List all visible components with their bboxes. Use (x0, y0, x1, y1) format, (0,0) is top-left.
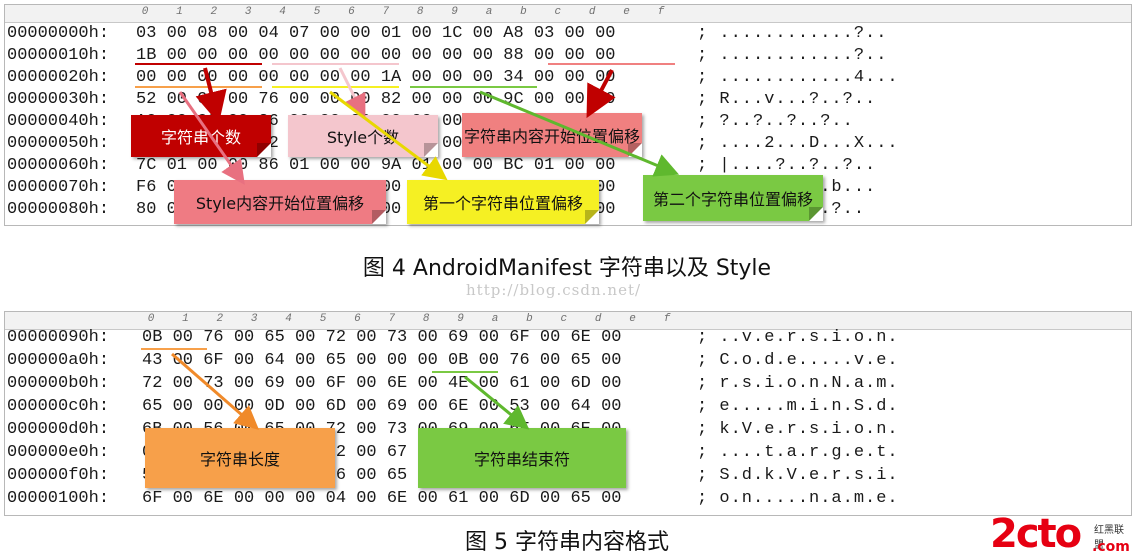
column-header: 1 (176, 6, 183, 18)
row-offset: 00000000h: (7, 24, 110, 43)
row-offset: 00000040h: (7, 112, 110, 131)
row-offset: 00000050h: (7, 134, 110, 153)
column-header: e (629, 313, 636, 325)
logo-cn-text: 红黑联盟 (1094, 525, 1124, 551)
row-ascii: ; R...v...?..?.. (697, 90, 877, 109)
row-ascii: ; e.....m.i.n.S.d. (697, 397, 899, 416)
row-ascii: ; ..v.e.r.s.i.o.n. (697, 328, 899, 347)
callout-first-string-offset: 第一个字符串位置偏移 (407, 180, 599, 224)
column-header: 6 (348, 6, 355, 18)
row-offset: 000000e0h: (7, 443, 110, 462)
row-bytes: 03 00 08 00 04 07 00 00 01 00 1C 00 A8 0… (136, 24, 616, 43)
row-bytes: 7C 01 00 00 86 01 00 00 9A 01 00 00 BC 0… (136, 156, 616, 175)
row-offset: 00000060h: (7, 156, 110, 175)
column-header: f (657, 6, 665, 18)
watermark: http://blog.csdn.net/ (466, 281, 642, 299)
underline-second-string-offset (410, 86, 537, 88)
column-header: 3 (244, 6, 252, 18)
column-header: b (526, 313, 533, 325)
column-header: 6 (354, 313, 361, 325)
row-ascii: ; ....t.a.r.g.e.t. (697, 443, 899, 462)
row-offset: 000000f0h: (7, 466, 110, 485)
row-ascii: ; S.d.k.V.e.r.s.i. (697, 466, 899, 485)
row-offset: 00000090h: (7, 328, 110, 347)
site-logo: 2cto 红黑联盟 .com (990, 511, 1132, 557)
column-header: 3 (250, 313, 258, 325)
row-ascii: ; r.s.i.o.n.N.a.m. (697, 374, 899, 393)
row-bytes: 6F 00 6E 00 00 00 04 00 6E 00 61 00 6D 0… (142, 489, 622, 508)
column-header: 5 (313, 6, 321, 18)
row-offset: 000000d0h: (7, 420, 110, 439)
row-offset: 00000070h: (7, 178, 110, 197)
row-ascii: ; ............?.. (697, 24, 888, 43)
column-header: 4 (285, 313, 292, 325)
column-header: c (554, 6, 562, 18)
column-header: 9 (451, 6, 458, 18)
row-offset: 00000100h: (7, 489, 110, 508)
row-offset: 000000c0h: (7, 397, 110, 416)
underline-first-string-offset (272, 86, 399, 88)
column-header: 9 (457, 313, 464, 325)
callout-style-data-offset: Style内容开始位置偏移 (174, 180, 386, 224)
figure-5-caption: 图 5 字符串内容格式 (465, 530, 669, 555)
row-offset: 00000030h: (7, 90, 110, 109)
column-header: 7 (382, 6, 390, 18)
row-ascii: ; ?..?..?..?.. (697, 112, 854, 131)
column-header: a (485, 6, 493, 18)
column-header: 2 (216, 313, 224, 325)
column-header: 0 (147, 313, 155, 325)
callout-style-count: Style个数 (288, 115, 438, 157)
column-ruler: 0 1 2 3 4 5 6 7 8 9 a b c d e f (5, 312, 1131, 330)
column-header: 5 (319, 313, 327, 325)
row-bytes: 0B 00 76 00 65 00 72 00 73 00 69 00 6F 0… (142, 328, 622, 347)
column-header: f (663, 313, 671, 325)
underline-string-data-offset (548, 63, 675, 65)
row-bytes: 52 00 00 00 76 00 00 00 82 00 00 00 9C 0… (136, 90, 616, 109)
row-bytes: 43 00 6F 00 64 00 65 00 00 00 0B 00 76 0… (142, 351, 622, 370)
column-header: 2 (210, 6, 218, 18)
column-header: b (520, 6, 527, 18)
row-bytes: 00 00 00 00 00 00 00 00 1A 00 00 00 34 0… (136, 68, 616, 87)
row-ascii: ; o.n.....n.a.m.e. (697, 489, 899, 508)
row-bytes: 65 00 00 00 0D 00 6D 00 69 00 6E 00 53 0… (142, 397, 622, 416)
row-ascii: ; ............?.. (697, 46, 888, 65)
callout-string-data-offset: 字符串内容开始位置偏移 (462, 113, 642, 157)
column-header: d (594, 313, 602, 325)
logo-domain: .com (1092, 539, 1130, 555)
row-bytes: 72 00 73 00 69 00 6F 00 6E 00 4E 00 61 0… (142, 374, 622, 393)
callout-string-count: 字符串个数 (131, 115, 271, 157)
underline-string-terminator (432, 371, 498, 373)
column-header: c (560, 313, 568, 325)
column-header: a (491, 313, 499, 325)
row-ascii: ; ............4... (697, 68, 899, 87)
underline-style-count (272, 63, 399, 65)
row-ascii: ; |....?..?..?.. (697, 156, 877, 175)
callout-string-length: 字符串长度 (145, 428, 335, 488)
logo-text: 2cto (990, 511, 1082, 557)
underline-string-length (141, 348, 207, 350)
column-header: 7 (388, 313, 396, 325)
underline-style-data-offset (135, 86, 262, 88)
row-offset: 00000010h: (7, 46, 110, 65)
row-offset: 00000020h: (7, 68, 110, 87)
row-offset: 00000080h: (7, 200, 110, 219)
column-header: 8 (416, 6, 424, 18)
column-header: d (588, 6, 596, 18)
row-ascii: ; k.V.e.r.s.i.o.n. (697, 420, 899, 439)
figure-4-caption: 图 4 AndroidManifest 字符串以及 Style (362, 256, 772, 281)
column-header: 1 (182, 313, 189, 325)
underline-string-count (135, 63, 262, 65)
row-ascii: ; C.o.d.e.....v.e. (697, 351, 899, 370)
column-header: e (623, 6, 630, 18)
column-header: 0 (141, 6, 149, 18)
row-offset: 000000b0h: (7, 374, 110, 393)
column-ruler: 0 1 2 3 4 5 6 7 8 9 a b c d e f (5, 5, 1131, 23)
row-bytes: 1B 00 00 00 00 00 00 00 00 00 00 00 88 0… (136, 46, 616, 65)
row-ascii: ; ....2...D...X... (697, 134, 899, 153)
column-header: 4 (279, 6, 286, 18)
callout-second-string-offset: 第二个字符串位置偏移 (643, 175, 823, 221)
row-offset: 000000a0h: (7, 351, 110, 370)
callout-string-terminator: 字符串结束符 (418, 428, 626, 488)
column-header: 8 (422, 313, 430, 325)
